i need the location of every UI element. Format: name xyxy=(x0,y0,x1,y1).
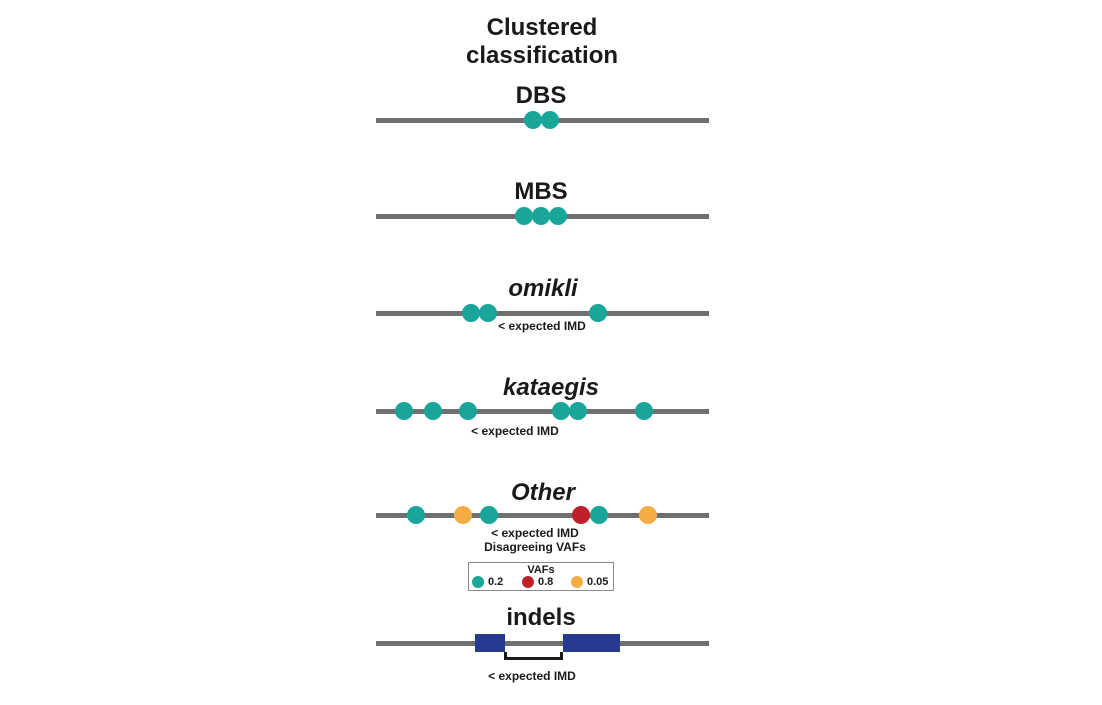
legend-label: 0.2 xyxy=(488,576,504,588)
omikli-imd-note: < expected IMD xyxy=(498,319,586,333)
title-line-2: classification xyxy=(465,42,619,69)
other-mutation-dot xyxy=(590,506,608,524)
legend-label: 0.05 xyxy=(587,576,609,588)
vaf-legend: VAFs 0.2 0.8 0.05 xyxy=(468,562,614,591)
other-imd-note: < expected IMD xyxy=(491,526,579,540)
dbs-title: DBS xyxy=(515,82,567,109)
other-mutation-dot xyxy=(480,506,498,524)
other-mutation-dot xyxy=(572,506,590,524)
kataegis-track xyxy=(376,409,709,414)
legend-swatch-red xyxy=(522,576,534,588)
omikli-mutation-dot xyxy=(462,304,480,322)
indels-title: indels xyxy=(506,604,576,631)
other-mutation-dot xyxy=(454,506,472,524)
kataegis-mutation-dot xyxy=(395,402,413,420)
indel-distance-bracket xyxy=(504,652,563,660)
legend-label: 0.8 xyxy=(538,576,554,588)
kataegis-mutation-dot xyxy=(552,402,570,420)
mbs-mutation-dot xyxy=(515,207,533,225)
omikli-mutation-dot xyxy=(479,304,497,322)
other-mutation-dot xyxy=(407,506,425,524)
indels-track xyxy=(376,641,709,646)
kataegis-mutation-dot xyxy=(424,402,442,420)
kataegis-imd-note: < expected IMD xyxy=(471,424,559,438)
legend-swatch-teal xyxy=(472,576,484,588)
omikli-title: omikli xyxy=(508,275,578,302)
legend-swatch-orange xyxy=(571,576,583,588)
legend-title: VAFs xyxy=(527,564,555,576)
kataegis-mutation-dot xyxy=(635,402,653,420)
indels-imd-note: < expected IMD xyxy=(488,669,576,683)
other-track xyxy=(376,513,709,518)
title-line-1: Clustered xyxy=(486,14,598,41)
kataegis-title: kataegis xyxy=(502,374,600,401)
indel-block xyxy=(475,634,505,652)
page-title: Clustered classification xyxy=(442,14,642,70)
mbs-title: MBS xyxy=(514,178,568,205)
kataegis-mutation-dot xyxy=(569,402,587,420)
mbs-mutation-dot xyxy=(532,207,550,225)
dbs-mutation-dot xyxy=(541,111,559,129)
other-mutation-dot xyxy=(639,506,657,524)
other-title: Other xyxy=(510,479,575,506)
omikli-track xyxy=(376,311,709,316)
mbs-mutation-dot xyxy=(549,207,567,225)
indel-block xyxy=(563,634,620,652)
dbs-mutation-dot xyxy=(524,111,542,129)
kataegis-mutation-dot xyxy=(459,402,477,420)
other-vaf-note: Disagreeing VAFs xyxy=(484,540,586,554)
omikli-mutation-dot xyxy=(589,304,607,322)
